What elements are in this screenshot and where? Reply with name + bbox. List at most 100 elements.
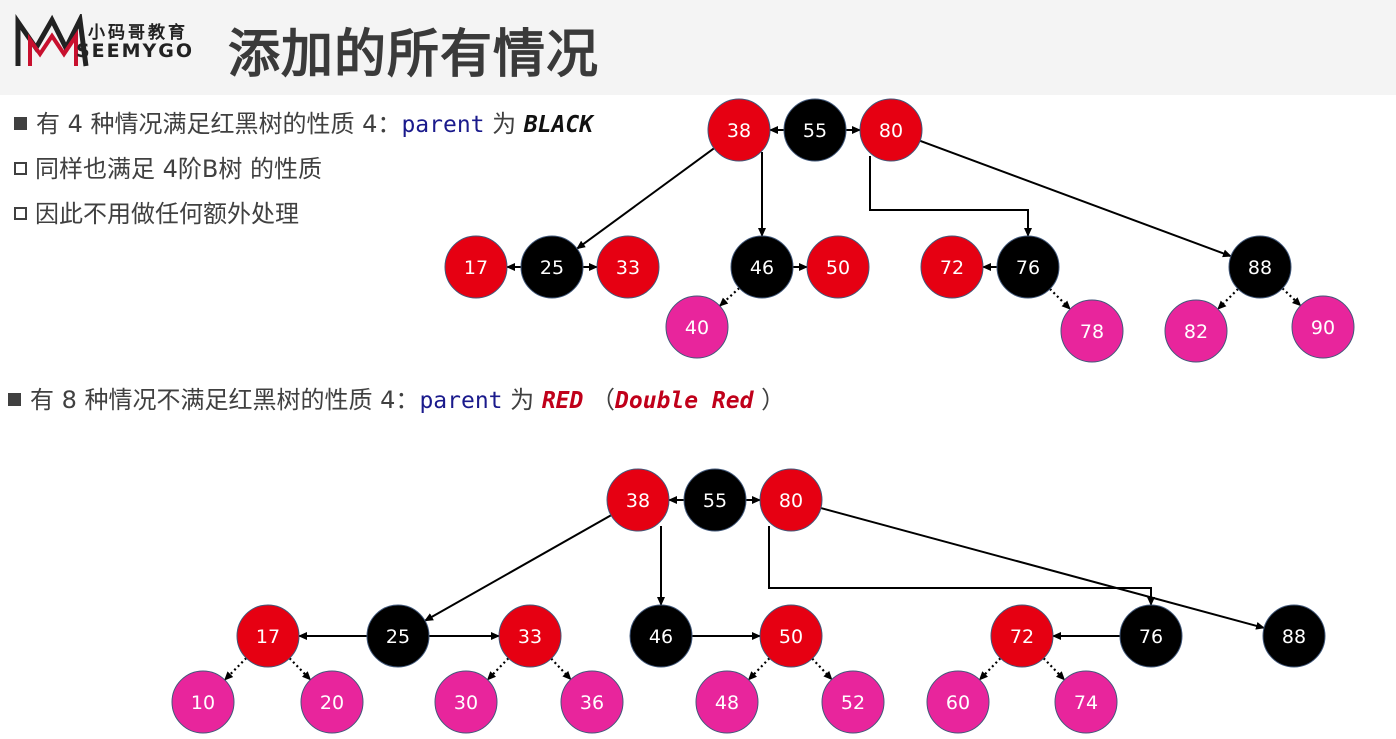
node-label: 48 — [715, 692, 739, 714]
tree-node-40: 40 — [665, 295, 729, 359]
node-circle — [498, 604, 562, 668]
edge-b33-b36 — [550, 657, 572, 681]
node-label: 46 — [649, 626, 673, 648]
node-label: 25 — [540, 257, 564, 279]
edge-a88-a90 — [1281, 287, 1302, 307]
tree-node-25: 25 — [520, 235, 584, 299]
tree-node-25: 25 — [366, 604, 430, 668]
node-label: 50 — [826, 257, 850, 279]
node-circle — [665, 295, 729, 359]
keyword-red: RED — [541, 388, 584, 414]
tree-node-52: 52 — [821, 670, 885, 734]
tree-node-80: 80 — [759, 468, 823, 532]
node-circle — [806, 235, 870, 299]
node-label: 30 — [454, 692, 478, 714]
node-circle — [990, 604, 1054, 668]
tree-node-72: 72 — [920, 235, 984, 299]
tree-node-10: 10 — [171, 670, 235, 734]
bullet-no-extra-handling: 因此不用做任何额外处理 — [14, 194, 299, 229]
tree-node-48: 48 — [695, 670, 759, 734]
node-label: 55 — [803, 120, 827, 142]
node-label: 88 — [1248, 257, 1272, 279]
bullet-text: 因此不用做任何额外处理 — [35, 200, 299, 228]
tree-node-88: 88 — [1228, 235, 1292, 299]
node-circle — [730, 235, 794, 299]
bullet-b-tree-property: 同样也满足 4阶B树 的性质 — [14, 149, 322, 184]
node-label: 90 — [1311, 317, 1335, 339]
seemygo-logo-icon — [15, 14, 89, 67]
edge-b80-b76 — [768, 526, 1155, 606]
edge-a38-a25 — [576, 147, 715, 250]
bullet-text-mid: 为 — [510, 386, 535, 414]
tree-node-90: 90 — [1291, 295, 1355, 359]
paren-open: （ — [591, 386, 615, 414]
node-label: 80 — [779, 490, 803, 512]
node-label: 25 — [386, 626, 410, 648]
tree-node-76: 76 — [1119, 604, 1183, 668]
node-label: 52 — [841, 692, 865, 714]
node-label: 33 — [518, 626, 542, 648]
tree-node-80: 80 — [859, 98, 923, 162]
tree-node-33: 33 — [498, 604, 562, 668]
node-label: 17 — [464, 257, 488, 279]
node-circle — [1291, 295, 1355, 359]
tree-node-78: 78 — [1060, 299, 1124, 363]
node-circle — [434, 670, 498, 734]
tree-node-50: 50 — [806, 235, 870, 299]
node-circle — [560, 670, 624, 734]
filled-square-bullet-icon — [8, 393, 21, 406]
edge-b17-b20 — [288, 657, 312, 681]
node-circle — [1060, 299, 1124, 363]
node-circle — [683, 468, 747, 532]
node-circle — [996, 235, 1060, 299]
node-circle — [821, 670, 885, 734]
node-circle — [859, 98, 923, 162]
node-circle — [444, 235, 508, 299]
tree-node-17: 17 — [236, 604, 300, 668]
bullet-text: 有 8 种情况不满足红黑树的性质 4： — [30, 386, 420, 414]
bullet-eight-cases-double-red: 有 8 种情况不满足红黑树的性质 4：parent 为 RED （Double … — [8, 380, 785, 415]
node-label: 88 — [1282, 626, 1306, 648]
edge-b80-b88 — [820, 507, 1266, 630]
tree-node-72: 72 — [990, 604, 1054, 668]
tree-node-38: 38 — [606, 468, 670, 532]
node-circle — [759, 604, 823, 668]
code-parent: parent — [419, 388, 503, 414]
node-circle — [1262, 604, 1326, 668]
node-label: 82 — [1184, 321, 1208, 343]
node-circle — [300, 670, 364, 734]
tree-node-46: 46 — [730, 235, 794, 299]
keyword-double-red: Double Red — [615, 388, 754, 414]
edge-b33-b30 — [486, 657, 510, 681]
edge-a80-a76 — [869, 156, 1032, 237]
node-circle — [783, 98, 847, 162]
node-circle — [695, 670, 759, 734]
node-label: 40 — [685, 317, 709, 339]
node-circle — [926, 670, 990, 734]
slide-header: 小码哥教育 SEEMYGO 添加的所有情况 — [0, 0, 1396, 95]
edge-b50-b52 — [811, 657, 833, 681]
tree-node-33: 33 — [596, 235, 660, 299]
page-title: 添加的所有情况 — [228, 25, 600, 85]
node-label: 10 — [191, 692, 215, 714]
node-circle — [520, 235, 584, 299]
node-label: 55 — [703, 490, 727, 512]
tree-node-30: 30 — [434, 670, 498, 734]
tree-node-50: 50 — [759, 604, 823, 668]
tree-node-46: 46 — [629, 604, 693, 668]
edge-b17-b10 — [223, 657, 248, 681]
node-circle — [236, 604, 300, 668]
keyword-black: BLACK — [523, 112, 594, 138]
node-label: 38 — [727, 120, 751, 142]
tree-node-76: 76 — [996, 235, 1060, 299]
node-circle — [1164, 299, 1228, 363]
node-label: 72 — [940, 257, 964, 279]
logo-chinese-text: 小码哥教育 — [88, 23, 188, 43]
node-label: 80 — [879, 120, 903, 142]
bullet-four-cases-satisfy: 有 4 种情况满足红黑树的性质 4：parent 为 BLACK — [14, 104, 593, 139]
edge-b72-b60 — [978, 657, 1002, 681]
node-circle — [707, 98, 771, 162]
node-circle — [171, 670, 235, 734]
tree-node-82: 82 — [1164, 299, 1228, 363]
